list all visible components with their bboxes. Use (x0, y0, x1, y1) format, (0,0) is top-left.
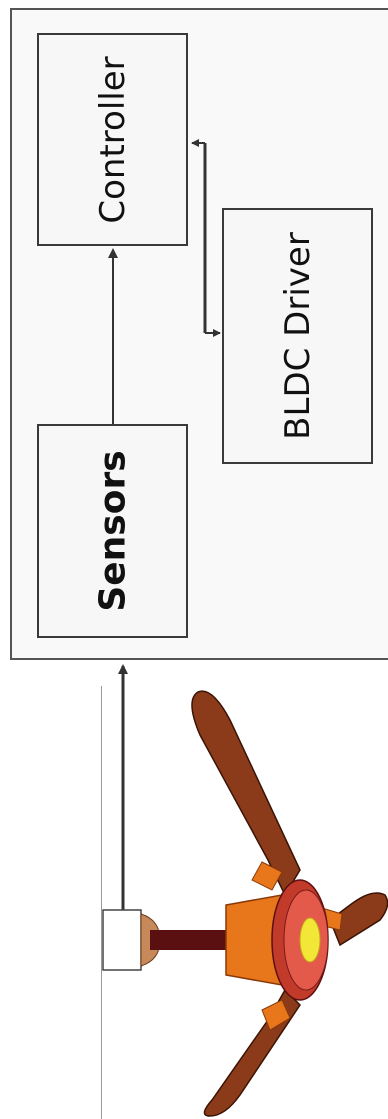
fan-rod (150, 930, 230, 950)
fan-light (299, 917, 321, 963)
fan-blade-2 (329, 892, 388, 947)
fan-mount (102, 909, 142, 971)
fan-blade-bracket-1 (251, 861, 283, 891)
fan-blade-bracket-3 (261, 999, 291, 1031)
controller-block: Controller (37, 33, 188, 246)
bldc-driver-block: BLDC Driver (222, 208, 373, 464)
fan-blade-1 (191, 690, 301, 897)
ceiling-fan-illustration (102, 690, 388, 1117)
sensors-block: Sensors (37, 424, 188, 638)
